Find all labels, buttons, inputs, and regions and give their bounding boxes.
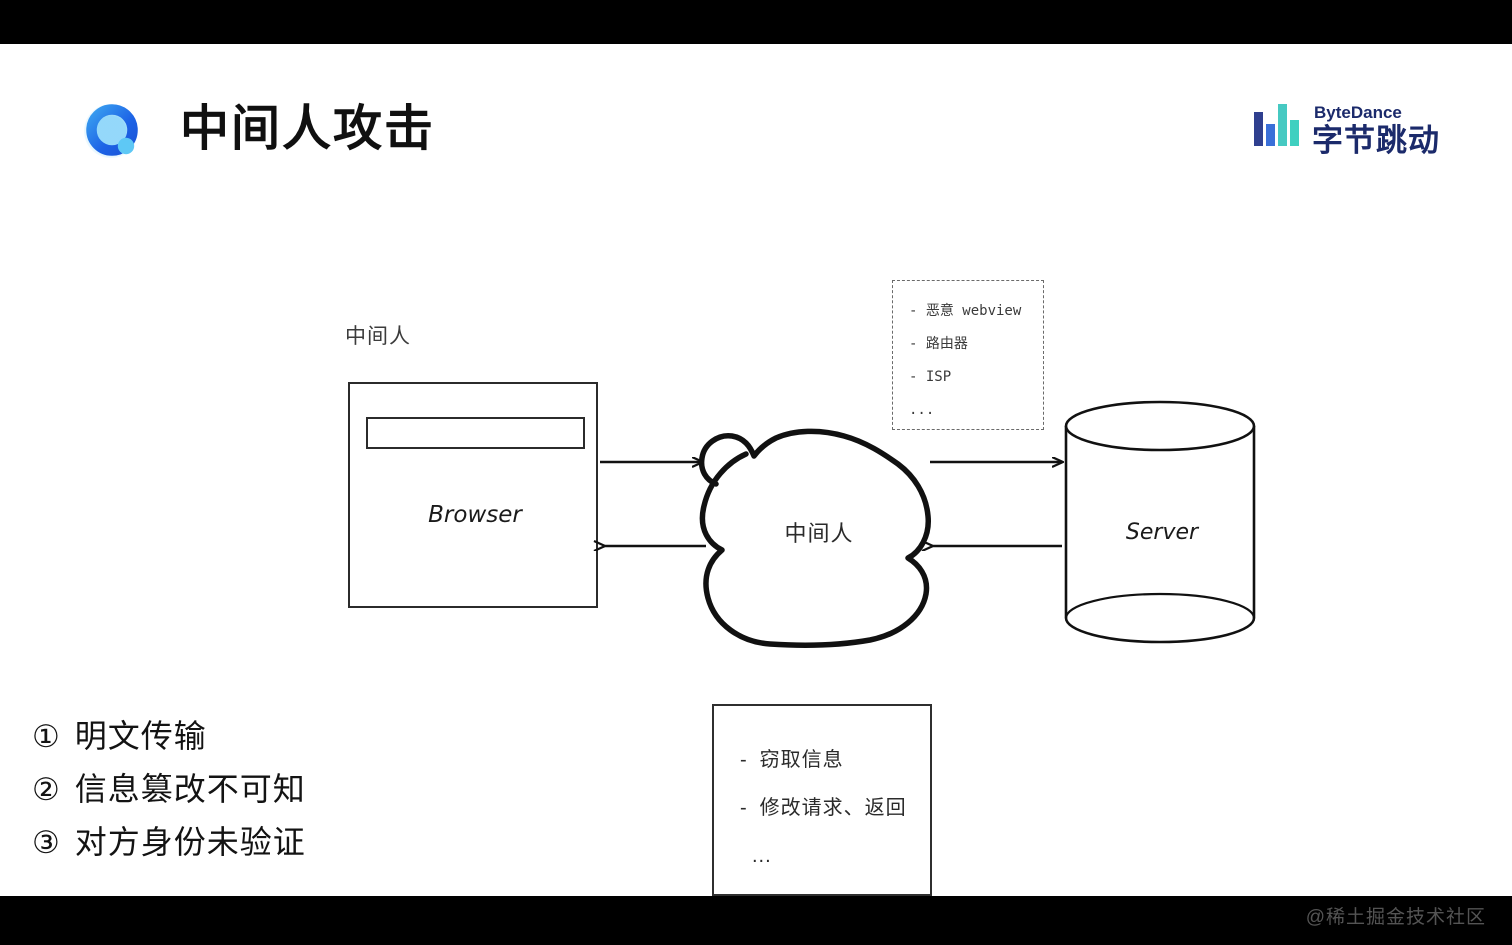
browser-url-bar[interactable] (366, 417, 585, 449)
svg-text:字节跳动: 字节跳动 (1312, 123, 1440, 158)
consequence-item: -修改请求、返回 (740, 784, 930, 832)
bullet-dash: - (740, 749, 748, 771)
attacker-types-box: - 恶意 webview - 路由器 - ISP ... (892, 280, 1044, 430)
attacker-item: - 路由器 (909, 336, 968, 352)
slide-canvas: 中间人攻击 ByteDance 字节跳动 中间人 Browser (0, 44, 1512, 896)
consequence-item: -窃取信息 (740, 736, 930, 784)
server-label: Server (1125, 520, 1199, 545)
list-number: ② (32, 772, 61, 807)
consequence-item: ... (740, 832, 930, 880)
issue-list: ① 明文传输 ② 信息篡改不可知 ③ 对方身份未验证 (32, 710, 306, 869)
attacker-item: ... (909, 402, 935, 418)
consequences-box: -窃取信息 -修改请求、返回 ... (712, 704, 932, 896)
mitm-cloud: 中间人 (688, 410, 950, 650)
list-number: ① (32, 719, 61, 754)
server-cylinder: Server (1062, 400, 1262, 648)
letterbox-bottom (0, 896, 1512, 945)
bytedance-bars-icon (1254, 104, 1299, 146)
list-text: 信息篡改不可知 (74, 771, 306, 807)
consequence-text: 修改请求、返回 (759, 797, 907, 819)
consequence-text: 窃取信息 (759, 749, 844, 771)
browser-window: Browser (348, 382, 598, 608)
list-item: ② 信息篡改不可知 (32, 763, 306, 816)
consequence-text: ... (752, 845, 772, 867)
list-item: ① 明文传输 (32, 710, 306, 763)
mitm-caption: 中间人 (345, 325, 411, 348)
list-item: ③ 对方身份未验证 (32, 816, 306, 869)
list-text: 对方身份未验证 (74, 824, 306, 860)
cloud-label: 中间人 (784, 521, 854, 546)
list-number: ③ (32, 825, 61, 860)
svg-text:ByteDance: ByteDance (1314, 103, 1402, 122)
letterbox-top (0, 0, 1512, 44)
bytedance-logo: ByteDance 字节跳动 (1252, 98, 1464, 160)
browser-label: Browser (428, 502, 522, 528)
attacker-item: - ISP (909, 369, 952, 385)
qq-browser-circle-icon (82, 101, 142, 161)
page-title: 中间人攻击 (180, 102, 436, 156)
bullet-dash: - (740, 797, 748, 819)
attacker-item: - 恶意 webview (909, 303, 1022, 319)
watermark: @稀土掘金技术社区 (1305, 907, 1486, 928)
list-text: 明文传输 (74, 718, 207, 754)
